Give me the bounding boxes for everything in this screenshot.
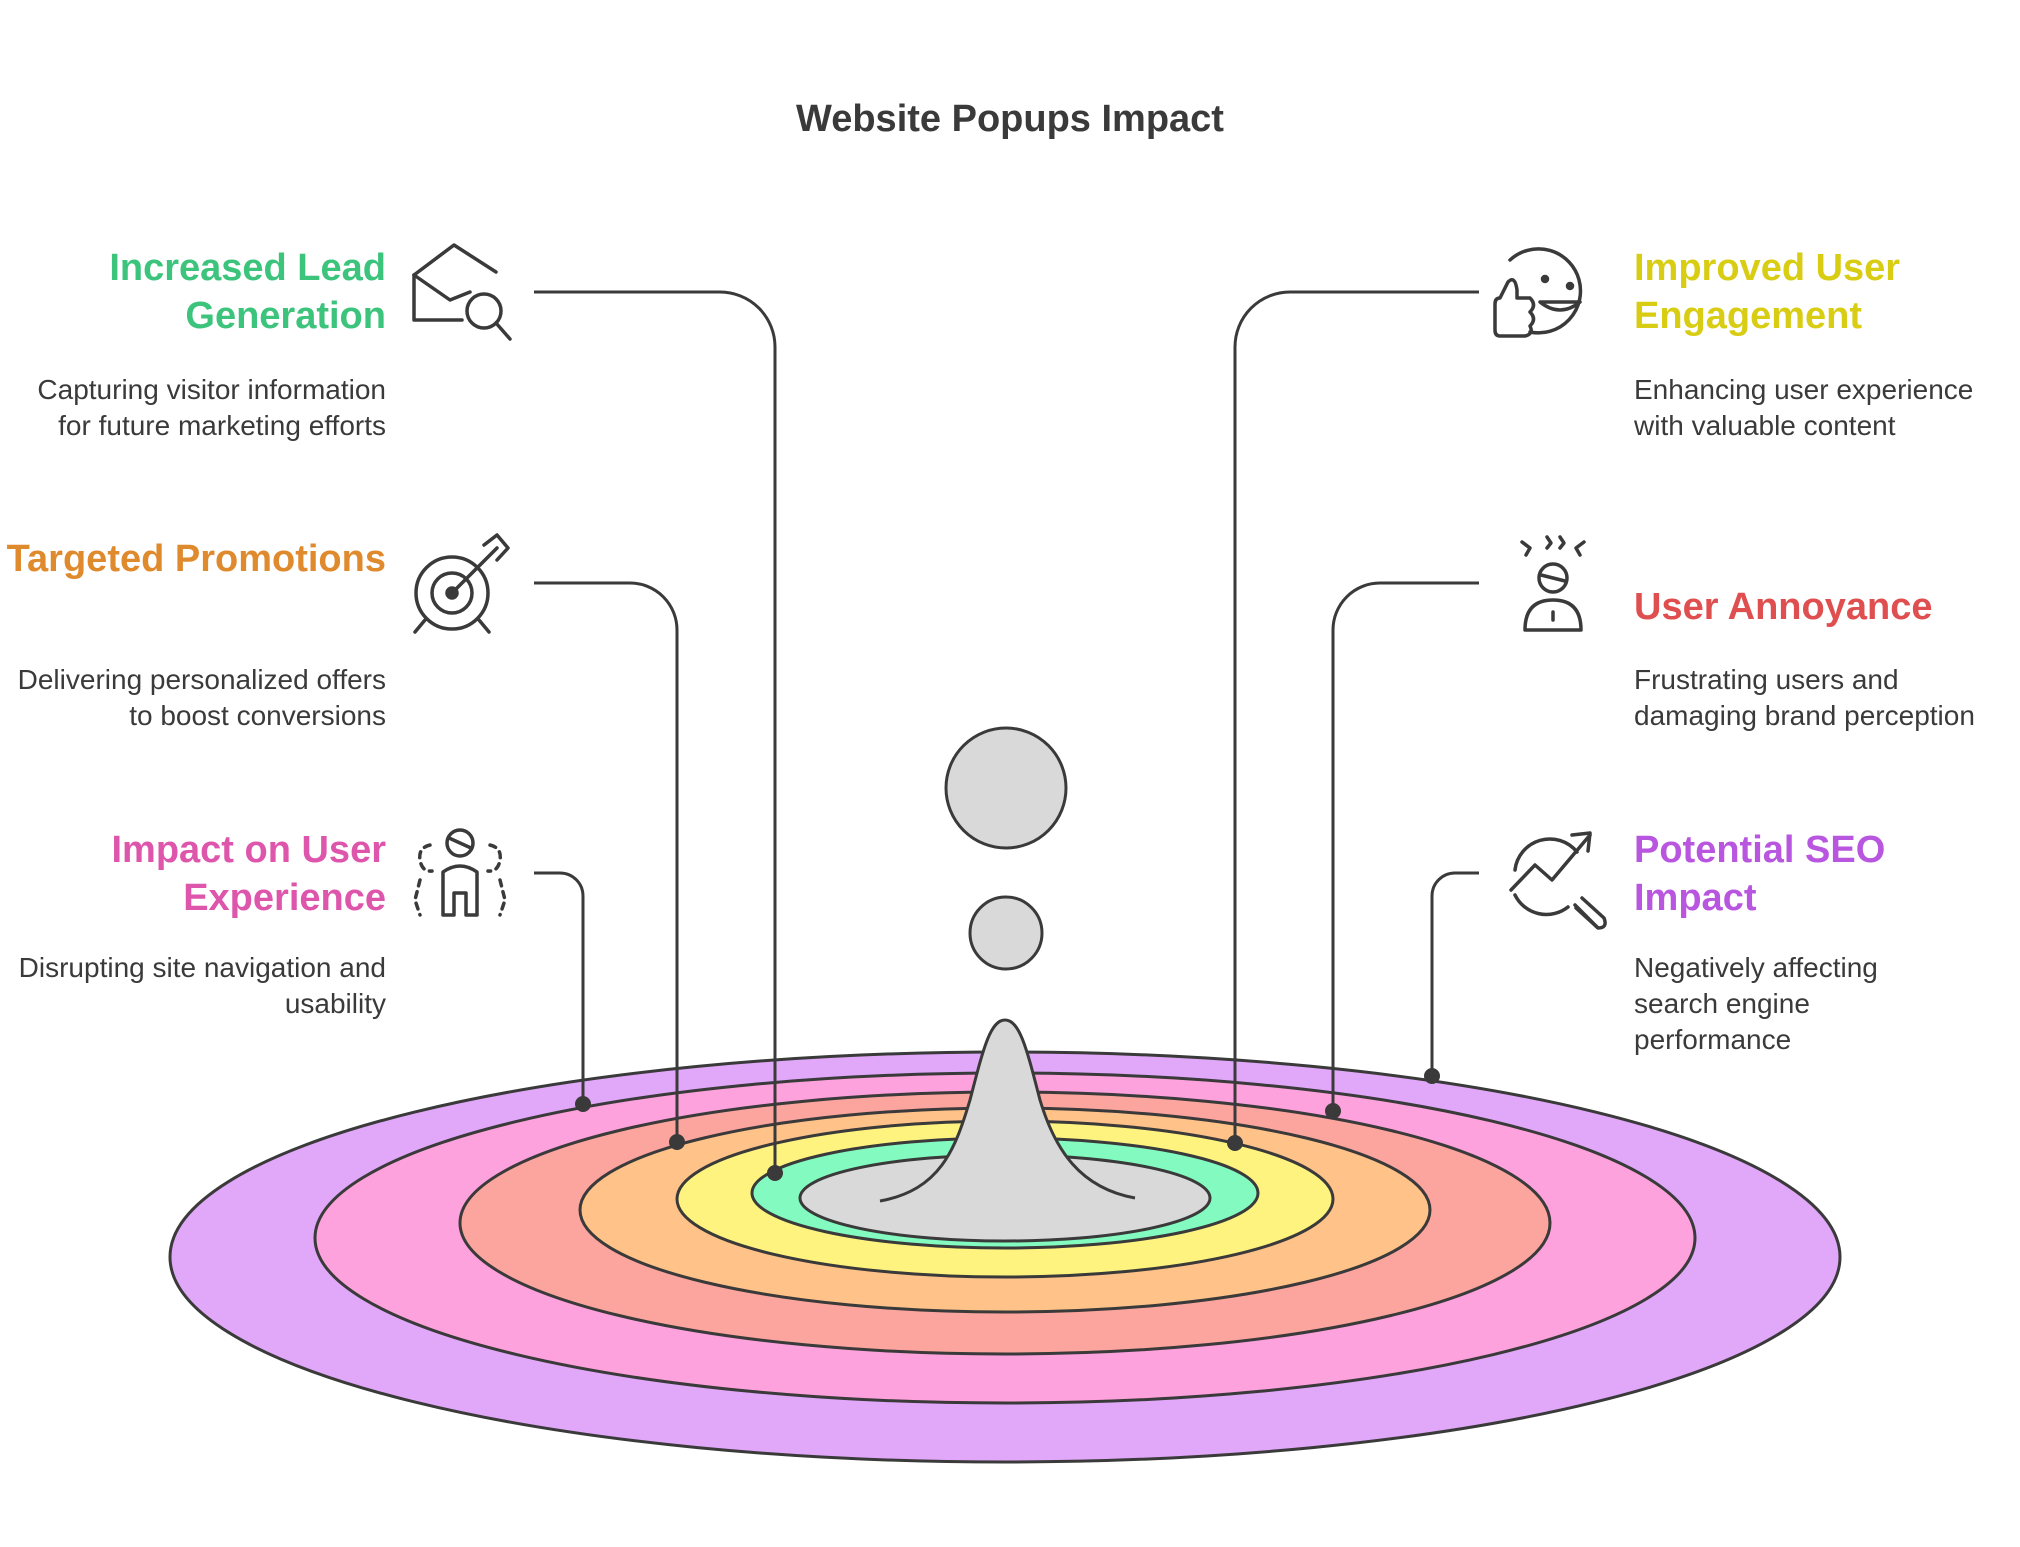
engagement-heading: Improved User Engagement — [1634, 247, 1901, 337]
seo-heading: Potential SEO Impact — [1634, 829, 1886, 919]
connector-lead — [534, 290, 777, 1172]
promotions-heading: Targeted Promotions — [6, 538, 386, 580]
connector-dot-promotions — [669, 1134, 685, 1150]
engagement-description: Enhancing user experience with valuable … — [1634, 374, 1974, 441]
connector-dot-ux — [575, 1096, 591, 1112]
splash-peak — [879, 1018, 1136, 1203]
connector-seo — [1430, 871, 1479, 1076]
lead-heading: Increased Lead Generation — [109, 247, 386, 337]
target-arrow-icon — [413, 533, 510, 634]
seo-description: Negatively affecting search engine perfo… — [1634, 952, 1878, 1055]
connector-ux — [534, 871, 585, 1104]
frustrated-user-icon — [1520, 535, 1586, 632]
droplet-large — [944, 726, 1068, 850]
page-title: Website Popups Impact — [796, 98, 1224, 140]
connector-annoyance — [1331, 581, 1479, 1111]
annoyance-description: Frustrating users and damaging brand per… — [1634, 664, 1975, 731]
droplet-small — [968, 895, 1044, 971]
connector-dot-annoyance — [1325, 1103, 1341, 1119]
connector-promotions — [534, 581, 679, 1141]
annoyance-heading: User Annoyance — [1634, 586, 1933, 628]
envelope-search-icon — [412, 243, 512, 341]
connector-engagement — [1233, 290, 1479, 1143]
connector-dot-lead — [767, 1165, 783, 1181]
user-group-icon — [413, 828, 507, 917]
lead-description: Capturing visitor information for future… — [37, 374, 386, 441]
ux-heading: Impact on User Experience — [111, 829, 386, 919]
thumbs-up-smile-icon — [1493, 247, 1583, 338]
trend-magnifier-icon — [1509, 831, 1607, 930]
connector-dot-seo — [1424, 1068, 1440, 1084]
promotions-description: Delivering personalized offers to boost … — [17, 664, 386, 731]
connector-dot-engagement — [1227, 1135, 1243, 1151]
ux-description: Disrupting site navigation and usability — [18, 952, 386, 1019]
